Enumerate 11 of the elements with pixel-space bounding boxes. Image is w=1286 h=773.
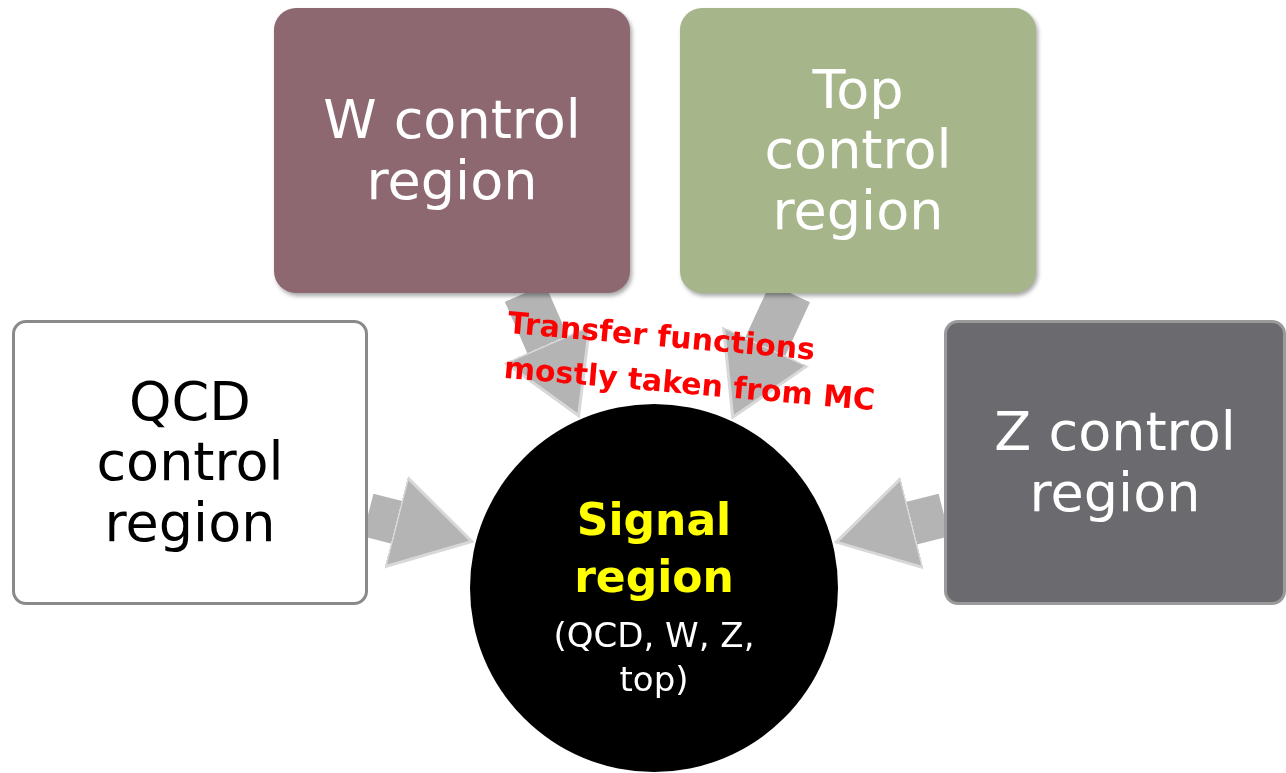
region-box	[274, 8, 630, 293]
region-label: Top control region	[763, 59, 953, 242]
region-label: Z control region	[993, 402, 1237, 523]
region-label: QCD control region	[95, 371, 285, 554]
circle-subtitle: (QCD, W, Z, top)	[552, 614, 756, 702]
region-label: W control region	[322, 90, 582, 211]
annotation-text: Transfer functions mostly taken from MC	[502, 304, 878, 420]
region-box	[680, 8, 1036, 293]
circle-title: Signal region	[573, 492, 735, 604]
region-box	[944, 320, 1286, 605]
region-box	[12, 320, 368, 605]
